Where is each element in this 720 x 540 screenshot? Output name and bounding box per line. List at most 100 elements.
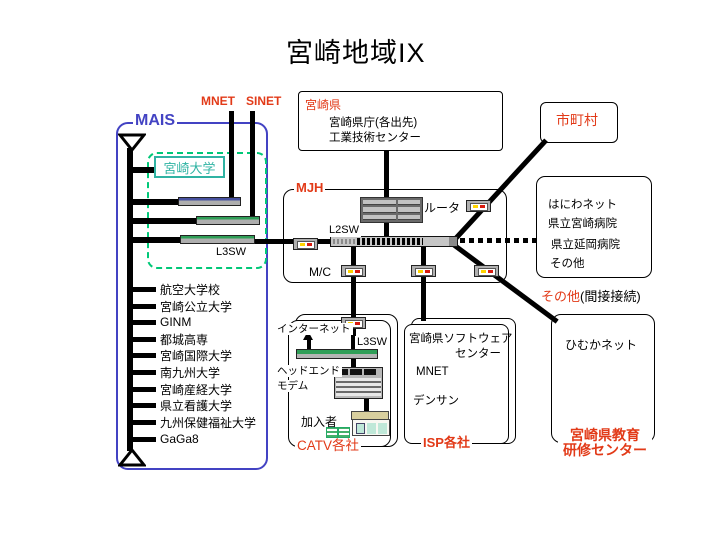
member-label: 宮崎公立大学 xyxy=(160,299,233,314)
l2sw-texture xyxy=(333,239,355,244)
mais-switch-1 xyxy=(178,197,241,206)
haniwa-box xyxy=(536,176,652,278)
member-label: 都城高専 xyxy=(160,332,209,347)
router-to-l2sw-line xyxy=(384,222,389,238)
member-stub xyxy=(130,319,156,325)
l2sw-ports xyxy=(357,238,423,245)
isp-legend: ISP各社 xyxy=(421,435,472,451)
mais-switch-2 xyxy=(196,216,260,225)
member-label: GaGa8 xyxy=(160,432,199,446)
router-device xyxy=(360,197,423,223)
member-row: 宮崎公立大学 xyxy=(130,298,232,314)
member-label: 宮崎産経大学 xyxy=(160,382,233,397)
member-row: 南九州大学 xyxy=(130,364,220,380)
prefecture-to-router-line xyxy=(384,151,389,198)
university-group-dashed-box xyxy=(147,152,267,269)
l2sw-to-haniwa-dotted-line xyxy=(460,238,537,243)
miyazaki-university-box: 宮崎大学 xyxy=(154,156,225,178)
catv-l3sw-label: L3SW xyxy=(355,336,389,349)
prefecture-title: 宮崎県 xyxy=(305,98,342,112)
prefecture-line2: 工業技術センター xyxy=(329,132,421,144)
mais-l3sw-label: L3SW xyxy=(216,246,246,258)
media-converter-isp xyxy=(411,265,436,277)
member-label: GINM xyxy=(160,315,192,329)
catv-headend-label-1: ヘッドエンド xyxy=(275,365,342,378)
media-converter-left xyxy=(293,238,318,250)
miyazaki-university-label: 宮崎大学 xyxy=(163,160,216,176)
catv-internet-label: インターネット xyxy=(275,323,353,336)
catv-legend: CATV各社 xyxy=(295,438,362,454)
member-label: 南九州大学 xyxy=(160,365,221,380)
isp-box xyxy=(404,324,509,444)
member-row: 都城高専 xyxy=(130,331,208,347)
member-row: 九州保健福祉大学 xyxy=(130,414,256,430)
haniwa-line3: 県立延岡病院 xyxy=(551,239,620,251)
indirect-note-black: (間接接続) xyxy=(580,289,641,304)
mais-label: MAIS xyxy=(133,112,177,131)
mais-bus-line xyxy=(127,148,133,451)
himuka-legend-line1: 宮崎県教育 xyxy=(570,427,640,443)
sinet-uplink-line xyxy=(250,111,255,217)
member-row: 宮崎産経大学 xyxy=(130,381,232,397)
isp-line3: MNET xyxy=(416,366,449,378)
himuka-legend-line2: 研修センター xyxy=(563,442,647,458)
mais-switch-3-l3sw xyxy=(180,235,255,244)
l2sw-endcap xyxy=(449,237,457,246)
isp-line2: センター xyxy=(455,348,501,360)
router-label: ルータ xyxy=(424,201,461,215)
member-stub xyxy=(130,352,156,358)
isp-line1: 宮崎県ソフトウェア xyxy=(409,333,513,345)
member-row: GaGa8 xyxy=(130,431,199,447)
isp-line4: デンサン xyxy=(413,395,459,407)
sinet-uplink-label: SINET xyxy=(246,94,282,108)
media-converter-himuka xyxy=(474,265,499,277)
himuka-box xyxy=(551,314,655,443)
member-row: 宮崎国際大学 xyxy=(130,347,232,363)
indirect-note-red: その他 xyxy=(541,289,581,304)
l2sw-to-catv-line xyxy=(351,247,356,368)
prefecture-box xyxy=(298,91,503,151)
media-converter-catv-top xyxy=(341,265,366,277)
member-stub xyxy=(130,386,156,392)
mnet-uplink-line xyxy=(229,111,234,198)
haniwa-line4: その他 xyxy=(550,258,585,270)
subscriber-modem-icon-2 xyxy=(338,427,350,438)
municipality-box xyxy=(540,102,618,143)
member-stub xyxy=(130,369,156,375)
haniwa-line1: はにわネット xyxy=(548,199,617,211)
member-label: 宮崎国際大学 xyxy=(160,348,233,363)
bus-top-terminator-icon xyxy=(118,133,146,152)
internet-arrow-head xyxy=(303,331,313,340)
page-title: 宮崎地域IX xyxy=(286,38,426,68)
catv-subscriber-label: 加入者 xyxy=(301,415,338,429)
media-converter-label: M/C xyxy=(309,265,331,279)
member-row: GINM xyxy=(130,314,191,330)
indirect-note: その他(間接接続) xyxy=(541,289,641,305)
member-stub xyxy=(130,336,156,342)
branch-switch3 xyxy=(130,237,182,243)
member-row: 航空大学校 xyxy=(130,281,220,297)
member-stub xyxy=(130,436,156,442)
l2sw-label: L2SW xyxy=(327,224,361,237)
member-stub xyxy=(130,402,156,408)
himuka-name: ひむかネット xyxy=(565,338,638,352)
prefecture-line1: 宮崎県庁(各出先) xyxy=(329,117,418,129)
member-label: 九州保健福祉大学 xyxy=(160,415,257,430)
subscriber-house-icon xyxy=(351,411,390,436)
modem-to-house-line xyxy=(364,399,369,411)
internet-arrow-line xyxy=(307,338,311,352)
member-row: 県立看護大学 xyxy=(130,397,232,413)
l2sw-device xyxy=(330,236,458,247)
member-label: 航空大学校 xyxy=(160,282,221,297)
mnet-uplink-label: MNET xyxy=(201,94,235,108)
branch-switch1 xyxy=(130,199,180,205)
catv-headend-label-2: モデム xyxy=(275,380,311,393)
l2sw-to-isp-line xyxy=(421,247,426,321)
himuka-legend: 宮崎県教育 研修センター xyxy=(558,428,652,458)
subscriber-modem-icon-1 xyxy=(326,427,338,438)
headend-modem-device xyxy=(334,367,383,399)
member-stub xyxy=(130,303,156,309)
member-stub xyxy=(130,286,156,292)
mais-box xyxy=(116,122,268,470)
